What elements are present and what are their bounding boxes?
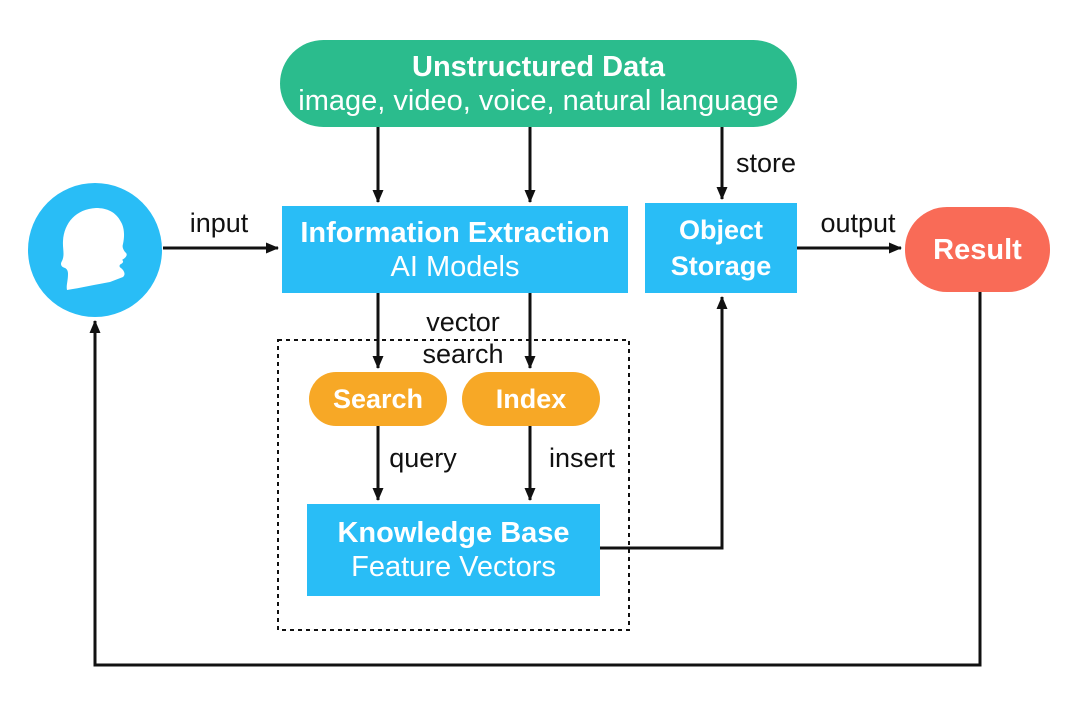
node-title: Object Storage: [670, 215, 772, 281]
edge-label-store: store: [735, 148, 797, 178]
node-subtitle: AI Models: [390, 250, 520, 283]
node-title: Result: [933, 233, 1022, 266]
vector-search-boundary-box: [277, 339, 630, 631]
node-subtitle: image, video, voice, natural language: [298, 84, 779, 117]
node-index: Index: [462, 372, 600, 426]
node-subtitle: Feature Vectors: [351, 551, 556, 583]
node-unstructured-data: Unstructured Data image, video, voice, n…: [280, 40, 797, 127]
node-title: Unstructured Data: [412, 50, 665, 83]
edge-label-query: query: [389, 443, 457, 473]
edge-label-output: output: [820, 208, 896, 238]
edge-label-input: input: [189, 208, 249, 238]
user-avatar: [28, 183, 162, 317]
head-profile-icon: [28, 183, 162, 317]
connector-knowledge-base-to-object-storage: [600, 296, 728, 550]
node-title: Knowledge Base: [337, 517, 570, 549]
node-object-storage: Object Storage: [645, 203, 797, 293]
node-search: Search: [309, 372, 447, 426]
edge-label-vector-search: vector search: [422, 307, 504, 369]
node-knowledge-base: Knowledge Base Feature Vectors: [307, 504, 600, 596]
edge-label-insert: insert: [548, 443, 616, 473]
node-information-extraction: Information Extraction AI Models: [282, 206, 628, 293]
connector-result-to-user-feedback: [89, 292, 982, 667]
node-title: Information Extraction: [300, 216, 610, 249]
node-title: Search: [332, 384, 424, 414]
node-result: Result: [905, 207, 1050, 292]
node-title: Index: [495, 384, 567, 414]
